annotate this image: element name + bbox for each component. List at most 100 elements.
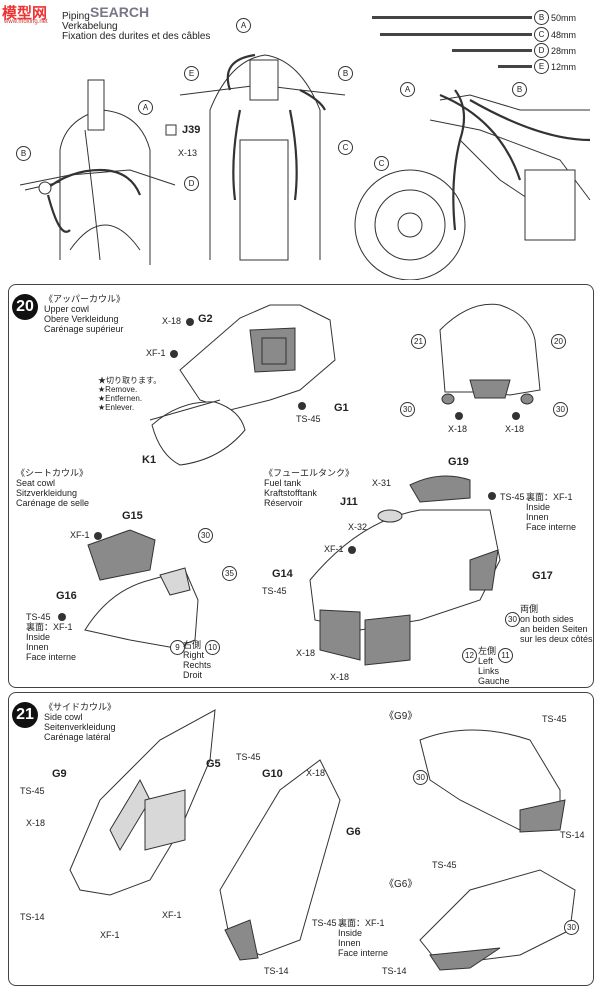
remove-note-fr: ★Enlever. [98,403,135,412]
cable-letter-d: D [534,43,549,58]
cable-length-c: 48mm [551,30,577,40]
label-g1: G1 [334,402,349,414]
front-view-drawing [165,53,346,261]
fuel-tank-heading: 《フューエルタンク》 Fuel tank Kraftstofftank Rése… [264,468,354,508]
both-fr: sur les deux côtés [520,634,593,644]
inside-side: Inside Innen Face interne [338,928,388,958]
g9-view-ts14: TS-14 [560,830,585,840]
paint-dot-xf1-seat [94,532,102,540]
label-g17: G17 [532,570,553,582]
callout-e-1: E [184,66,199,81]
g9-view-ts45: TS-45 [542,714,567,724]
seat-cowl-en: Seat cowl [16,478,56,488]
decal-12: 12 [462,648,477,663]
both-jp: 両側 [520,604,539,614]
label-g15: G15 [122,510,143,522]
upper-cowl-en: Upper cowl [44,304,90,314]
label-g16: G16 [56,590,77,602]
callout-a-1: A [138,100,153,115]
step-20-number: 20 [12,294,38,320]
inside-side-fr: Face interne [338,948,389,958]
watermark-logo-text: 模型网 [2,5,48,22]
side-cowl-jp: 《サイドカウル》 [44,702,117,712]
callout-b-1: B [16,146,31,161]
seat-cowl-de: Sitzverkleidung [16,488,78,498]
label-ts45-a: TS-45 [296,414,321,424]
side-cowl-de: Seitenverkleidung [44,722,116,732]
side-cowl-en: Side cowl [44,712,83,722]
inside-seat-fr: Face interne [26,652,77,662]
label-xf1-seat: XF-1 [70,530,90,540]
label-ts14-side-b: TS-14 [264,966,289,976]
label-g19: G19 [448,456,469,468]
label-ts45-side-c: TS-45 [312,918,337,928]
upper-cowl-jp: 《アッパーカウル》 [44,294,126,304]
label-g14: G14 [272,568,293,580]
left-en: Left [478,656,494,666]
piping-title: Piping Verkabelung Fixation des durites … [62,12,210,42]
right-fr: Droit [183,670,203,680]
decal-9: 9 [170,640,185,655]
step-21-panel [8,692,594,986]
callout-c-2: C [374,156,389,171]
left-fr: Gauche [478,676,510,686]
decal-11: 11 [498,648,513,663]
right-jp: 右側 [183,640,202,650]
side-cowl-heading: 《サイドカウル》 Side cowl Seitenverkleidung Car… [44,702,116,742]
fuel-tank-fr: Réservoir [264,498,303,508]
label-xf1-a: XF-1 [146,348,166,358]
g9-view-decal-30: 30 [413,770,428,785]
decal-30-a: 30 [400,402,415,417]
label-j11: J11 [340,496,358,508]
both-en: on both sides [520,614,574,624]
cable-bar-e [498,65,532,68]
cable-length-e: 12mm [551,62,577,72]
callout-d-1: D [184,176,199,191]
side-view-drawing [354,89,591,280]
remove-note-de: ★Entfernen. [98,394,143,403]
cable-legend: B 50mm C 48mm D 28mm E 12mm [370,10,595,76]
paint-dot-x18-c [512,412,520,420]
cable-length-b: 50mm [551,13,577,23]
left-de: Links [478,666,500,676]
cable-bar-c [380,33,532,36]
piping-illustrations [19,53,591,280]
cable-letter-b: B [534,10,549,25]
paint-dot-ts45-tank [488,492,496,500]
inside-side-en: Inside [338,928,363,938]
g6-view-decal-30: 30 [564,920,579,935]
piping-title-en: Piping [62,11,90,22]
label-x18-b: X-18 [448,424,468,434]
label-back-tank: 裏面：XF-1 [526,492,573,502]
inside-tank-en: Inside [526,502,551,512]
both-sides-label: 両側 on both sides an beiden Seiten sur le… [520,604,593,644]
seat-cowl-fr: Carénage de selle [16,498,90,508]
side-cowl-fr: Carénage latéral [44,732,111,742]
label-ts45-tank-b: TS-45 [262,586,287,596]
upper-cowl-fr: Carénage supérieur [44,324,124,334]
fuel-tank-de: Kraftstofftank [264,488,317,498]
label-x18-tank: X-18 [296,648,316,658]
right-de: Rechts [183,660,212,670]
label-back-seat: 裏面：XF-1 [26,622,73,632]
paint-dot-xf1-a [170,350,178,358]
g9-view-title: 《G9》 [384,711,418,722]
cable-bar-d [452,49,532,52]
decal-35-seat: 35 [222,566,237,581]
label-x32: X-32 [348,522,368,532]
decal-30-seat: 30 [198,528,213,543]
g6-view-ts14: TS-14 [382,966,407,976]
piping-title-fr: Fixation des durites et des câbles [62,31,211,42]
label-ts45-side: TS-45 [20,786,45,796]
decal-30-tank: 30 [505,612,520,627]
cable-letter-c: C [534,27,549,42]
decal-10: 10 [205,640,220,655]
watermark-logo: 模型网 SEARCH www.moxing.net [2,2,149,25]
label-x18-side: X-18 [306,768,326,778]
step-21-number: 21 [12,702,38,728]
seat-cowl-heading: 《シートカウル》 Seat cowl Sitzverkleidung Carén… [16,468,89,508]
fuel-tank-en: Fuel tank [264,478,302,488]
inside-seat-de: Innen [26,642,49,652]
